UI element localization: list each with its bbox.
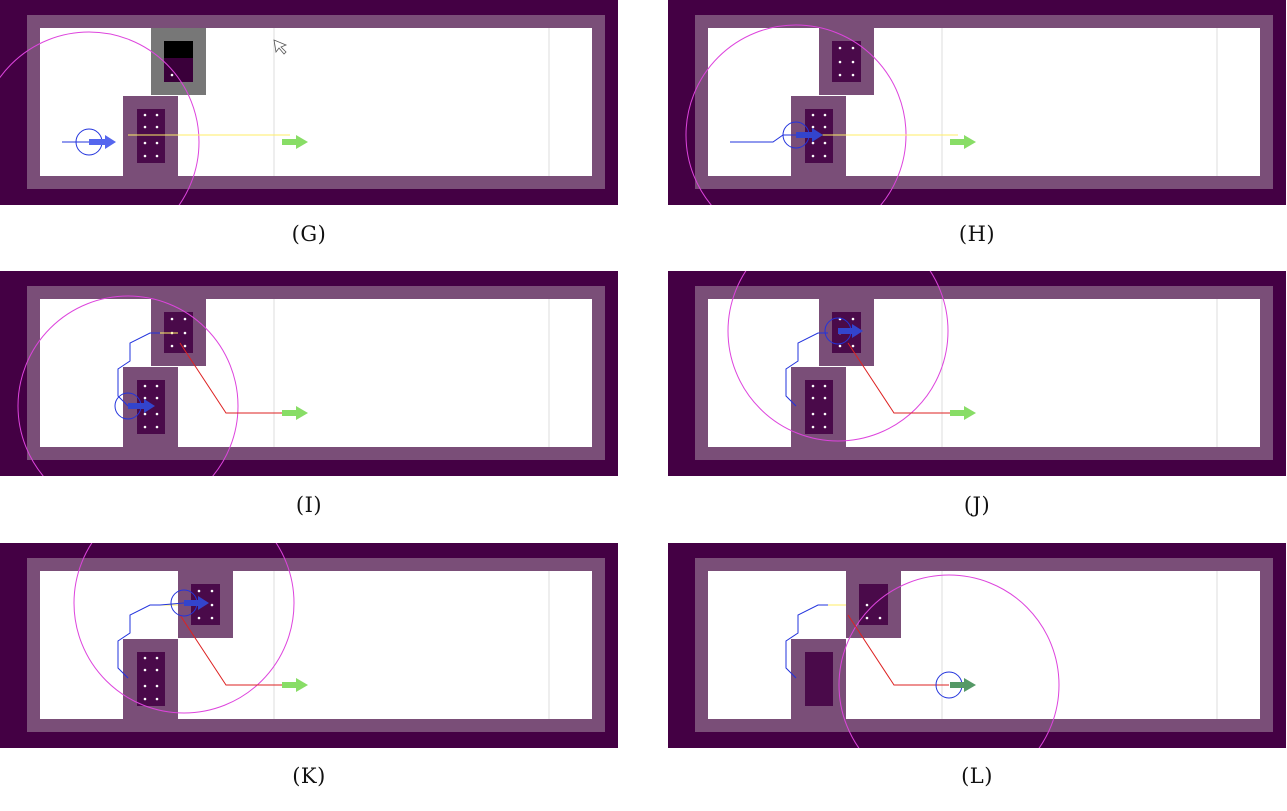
shelf-bottom — [137, 652, 165, 706]
plan-path-red — [847, 342, 958, 414]
shelf-bottom — [137, 109, 165, 163]
floor-area — [708, 571, 1260, 719]
goal-arrow — [950, 406, 976, 420]
panel-g — [0, 0, 618, 205]
panel-j-scene — [668, 271, 1286, 476]
sensor-range — [17, 295, 239, 476]
goal-arrow — [282, 678, 308, 692]
plan-path-red — [179, 614, 290, 686]
robot-path — [117, 602, 185, 679]
shelf-bottom — [805, 652, 833, 706]
shelf-dots — [143, 317, 187, 429]
robot-heading-arrow — [89, 135, 116, 149]
shelf-dots — [811, 46, 855, 158]
shelf-dots — [143, 73, 174, 158]
goal-arrow-reached — [950, 678, 976, 692]
robot-path — [785, 332, 828, 407]
goal-arrow — [282, 135, 308, 149]
panel-l-scene — [668, 543, 1286, 748]
plan-path-red — [179, 342, 290, 414]
caption-h: (H) — [958, 222, 996, 246]
robot-heading-arrow — [128, 399, 155, 413]
sensor-range — [0, 31, 200, 205]
panel-k-scene — [0, 543, 618, 748]
shelf-dots — [865, 603, 882, 620]
robot-path — [785, 604, 828, 679]
sensor-range — [838, 574, 1060, 748]
robot-heading-arrow — [796, 128, 823, 142]
plan-path-red — [847, 614, 949, 686]
shelf-bottom — [805, 380, 833, 434]
caption-k: (K) — [292, 764, 326, 788]
caption-g: (G) — [291, 222, 327, 246]
floor-area — [708, 28, 1260, 176]
robot-path — [117, 332, 160, 407]
shelf-top — [832, 41, 861, 82]
sensor-range — [73, 543, 295, 714]
floor-area — [708, 299, 1260, 447]
cursor-icon — [273, 39, 288, 55]
robot-heading-arrow — [838, 324, 863, 338]
floor-area — [40, 299, 592, 447]
panel-h-scene — [668, 0, 1286, 205]
panel-i — [0, 271, 618, 476]
goal-arrow — [950, 135, 976, 149]
shelf-dots — [143, 589, 214, 701]
floor-area — [40, 571, 592, 719]
panel-h — [668, 0, 1286, 205]
caption-i: (I) — [295, 493, 323, 517]
floor-area — [40, 28, 592, 176]
panel-g-scene — [0, 0, 618, 205]
robot-path — [730, 134, 796, 143]
panel-j — [668, 271, 1286, 476]
sensor-range — [727, 271, 949, 442]
goal-arrow — [282, 406, 308, 420]
caption-j: (J) — [963, 493, 991, 517]
panel-i-scene — [0, 271, 618, 476]
caption-l: (L) — [961, 764, 993, 788]
panel-k — [0, 543, 618, 748]
panel-l — [668, 543, 1286, 748]
robot-heading-arrow — [184, 596, 209, 610]
